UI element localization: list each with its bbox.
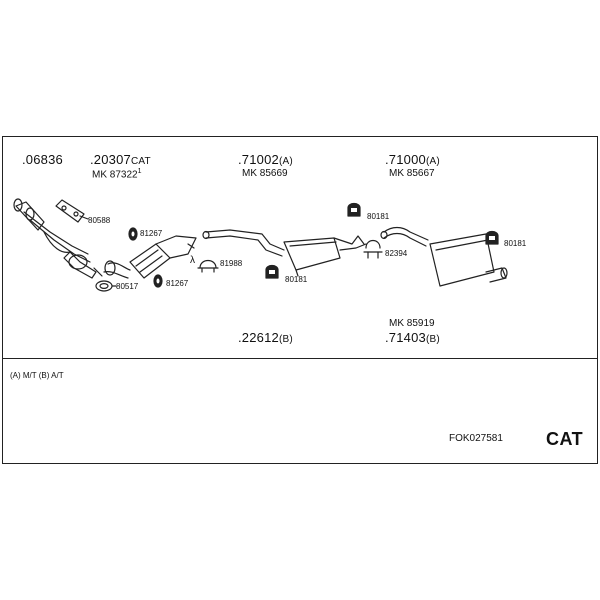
- rubber-mount-80181-b: [265, 264, 279, 279]
- rubber-mount-80181-a: [347, 202, 361, 217]
- catalytic-converter: [103, 235, 197, 279]
- part-label-80588: 80588: [88, 216, 111, 225]
- part-code-06836: .06836: [22, 152, 63, 167]
- rubber-mount-81267-lower: [153, 274, 163, 288]
- exhaust-manifold: [13, 198, 103, 279]
- lambda-sensor-label: λ: [190, 255, 195, 266]
- front-pipe-22612: [202, 229, 285, 257]
- part-code-suffix: (B): [425, 334, 440, 345]
- part-label-80181-c: 80181: [504, 239, 527, 248]
- part-code-71403: .71403(B): [385, 330, 440, 345]
- part-code-71002: .71002(A): [238, 152, 293, 167]
- diagram-frame: [2, 136, 598, 464]
- part-code-number: .71002: [238, 152, 279, 167]
- gasket-80517: [95, 280, 117, 292]
- middle-silencer: [283, 235, 367, 277]
- cat-marker: CAT: [546, 429, 584, 449]
- diagram-divider: [2, 358, 598, 359]
- gasket-80588: [55, 199, 89, 223]
- part-code-number: .06836: [22, 152, 63, 167]
- part-code-suffix: CAT: [130, 156, 151, 167]
- part-code-number: .71000: [385, 152, 426, 167]
- mk-label-85667: MK 85667: [389, 168, 435, 179]
- part-label-80517: 80517: [116, 282, 139, 291]
- mk-label-superscript: 1: [137, 168, 142, 175]
- part-code-suffix: (A): [425, 156, 440, 167]
- part-code-suffix: (B): [278, 334, 293, 345]
- part-label-82394: 82394: [385, 249, 408, 258]
- part-label-80181-b: 80181: [285, 275, 308, 284]
- transmission-note: (A) M/T (B) A/T: [10, 371, 64, 380]
- part-code-suffix: (A): [278, 156, 293, 167]
- rubber-mount-80181-c: [485, 230, 499, 245]
- part-label-80181-a: 80181: [367, 212, 390, 221]
- rubber-mount-81267-upper: [128, 227, 138, 241]
- part-code-number: .22612: [238, 330, 279, 345]
- clamp-81988: [197, 259, 219, 273]
- rear-silencer: [429, 233, 508, 287]
- part-label-81988: 81988: [220, 259, 243, 268]
- part-code-number: .71403: [385, 330, 426, 345]
- rear-pipe: [380, 226, 429, 247]
- mk-label-text: MK 87322: [92, 169, 138, 181]
- part-code-number: .20307: [90, 152, 131, 167]
- mk-label-85919: MK 85919: [389, 318, 435, 329]
- kit-reference: FOK027581: [449, 433, 503, 444]
- part-label-81267-b: 81267: [166, 279, 189, 288]
- part-code-20307: .20307CAT: [90, 152, 151, 167]
- mk-label-87322: MK 873221: [92, 168, 142, 180]
- mk-label-85669: MK 85669: [242, 168, 288, 179]
- clamp-82394: [363, 239, 383, 259]
- part-code-22612: .22612(B): [238, 330, 293, 345]
- part-code-71000: .71000(A): [385, 152, 440, 167]
- part-label-81267-a: 81267: [140, 229, 163, 238]
